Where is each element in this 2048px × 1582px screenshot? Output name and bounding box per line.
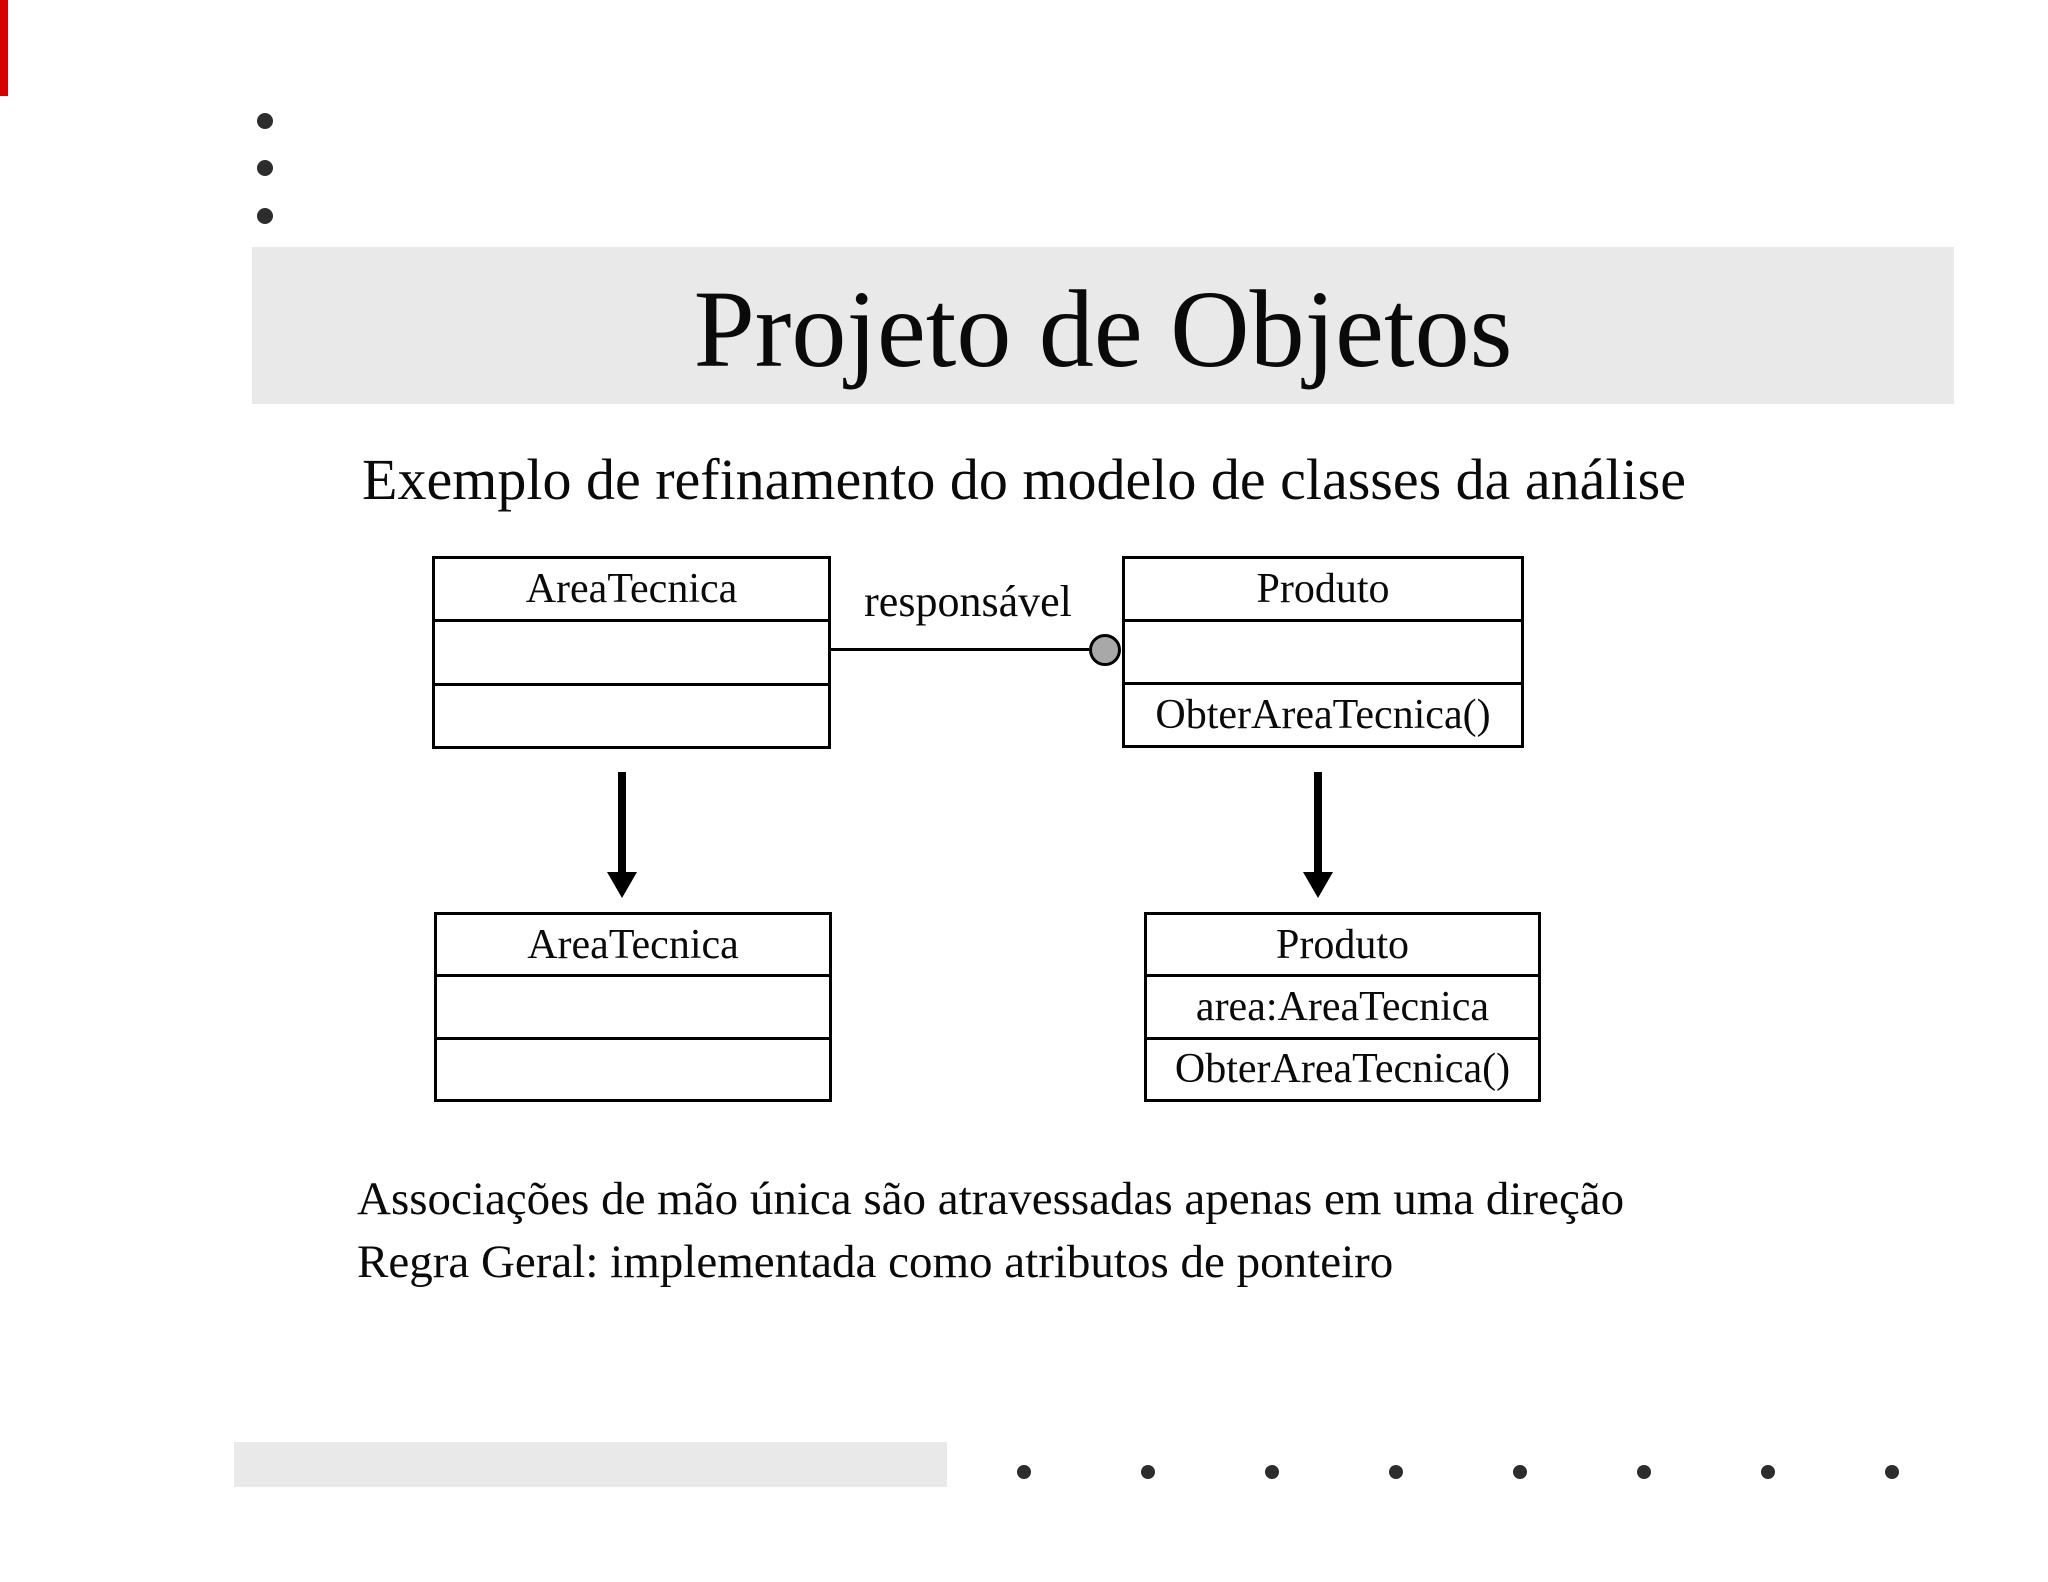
class-name: AreaTecnica [525,566,738,613]
attributes-compartment [435,619,828,682]
page-title: Projeto de Objetos [693,267,1513,390]
uml-class-design-areatecnica: AreaTecnica [434,912,832,1102]
footer-dot-icon [1637,1465,1651,1479]
class-name: Produto [1275,921,1409,968]
footer-dot-icon [1513,1465,1527,1479]
footer-bar [234,1442,947,1487]
notes: Associações de mão única são atravessada… [357,1168,1757,1294]
uml-class-analysis-produto: Produto ObterAreaTecnica() [1122,556,1524,748]
arrow-down-icon [618,772,626,874]
methods-compartment: ObterAreaTecnica() [1125,682,1521,745]
arrow-down-icon [607,872,637,898]
attributes-compartment [437,974,829,1036]
arrow-down-icon [1314,772,1322,874]
footer-dot-icon [1265,1465,1279,1479]
footer-dot-icon [1389,1465,1403,1479]
methods-compartment: ObterAreaTecnica() [1147,1036,1538,1099]
note-line: Associações de mão única são atravessada… [357,1173,1625,1225]
class-name: AreaTecnica [527,921,739,968]
methods-compartment [435,682,828,746]
footer-dot-icon [1885,1465,1899,1479]
red-accent-bar [0,0,8,96]
uml-class-design-produto: Produto area:AreaTecnica ObterAreaTecnic… [1144,912,1541,1102]
attributes-compartment: area:AreaTecnica [1147,974,1538,1036]
bullet-dot-icon [257,113,273,129]
methods-compartment [437,1036,829,1099]
slide-subtitle: Exemplo de refinamento do modelo de clas… [362,447,1686,512]
uml-class-analysis-areatecnica: AreaTecnica [432,556,831,749]
attributes-compartment [1125,619,1521,682]
footer-dot-icon [1141,1465,1155,1479]
note-line: Regra Geral: implementada como atributos… [357,1236,1394,1288]
aggregation-circle-icon [1089,634,1121,666]
class-name: Produto [1256,566,1390,612]
association-line [831,648,1089,651]
bullet-dot-icon [257,208,273,224]
footer-dot-icon [1761,1465,1775,1479]
association-label: responsável [864,577,1072,626]
bullet-dot-icon [257,160,273,176]
footer-dot-icon [1017,1465,1031,1479]
title-banner: Projeto de Objetos [252,247,1954,404]
arrow-down-icon [1303,872,1333,898]
